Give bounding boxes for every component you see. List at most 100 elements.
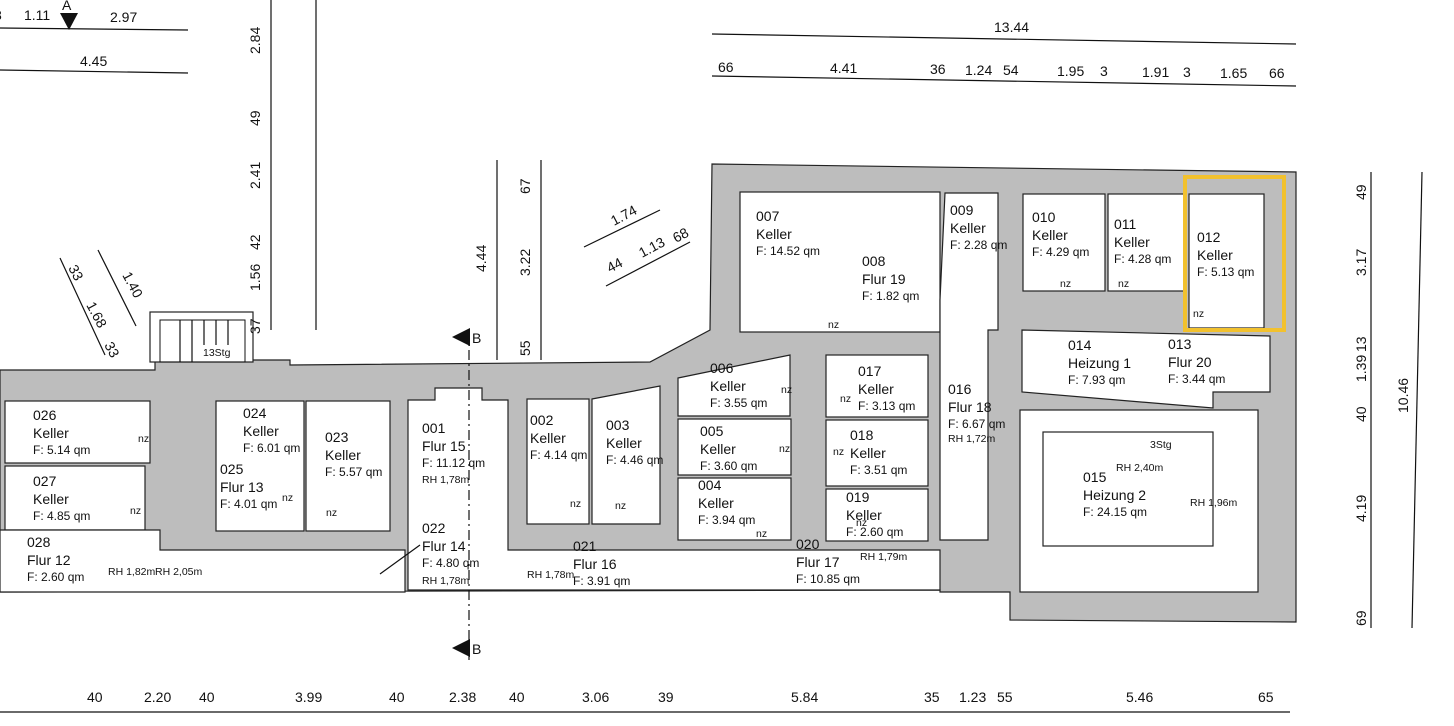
- room-number: 022: [422, 520, 446, 536]
- room-number: 013: [1168, 336, 1192, 352]
- door-mark: nz: [326, 507, 337, 519]
- room-name: Flur 17: [796, 554, 840, 570]
- room-name: Flur 20: [1168, 354, 1212, 370]
- room-number: 028: [27, 534, 51, 550]
- room-area: F: 4.80 qm: [422, 556, 479, 570]
- room-name: Flur 12: [27, 552, 71, 568]
- dimension-label: 55: [517, 340, 533, 356]
- room-area: F: 4.46 qm: [606, 453, 663, 467]
- dimension-label: 49: [1353, 184, 1369, 200]
- room-name: Heizung 1: [1068, 355, 1131, 371]
- dimension-label: 68: [670, 224, 691, 246]
- dimension-label: 1.11: [24, 7, 50, 23]
- dimension-label: 67: [517, 178, 533, 194]
- dimension-label: 8: [0, 7, 2, 23]
- dimension-label: 2.38: [449, 689, 476, 705]
- room-number: 012: [1197, 229, 1221, 245]
- door-mark: nz: [779, 443, 790, 455]
- room-name: Keller: [1197, 247, 1233, 263]
- room-name: Keller: [243, 423, 279, 439]
- dimension-label: 2.97: [110, 9, 137, 25]
- room-name: Flur 18: [948, 399, 992, 415]
- room-name: Keller: [700, 441, 736, 457]
- room-name: Keller: [606, 435, 642, 451]
- dimension-lines: [0, 0, 1423, 713]
- room-number: 001: [422, 420, 446, 436]
- room-number: 020: [796, 536, 820, 552]
- height-label: RH 2,40m: [1116, 462, 1164, 474]
- door-mark: nz: [1060, 278, 1071, 290]
- room-area: F: 3.94 qm: [698, 513, 755, 527]
- dimension-label: 5.84: [791, 689, 818, 705]
- door-mark: nz: [138, 433, 149, 445]
- dimension-labels: 13.44664.41361.24541.9531.9131.656681.11…: [0, 7, 1411, 705]
- dimension-label: 3.22: [517, 249, 533, 276]
- room-area: F: 7.93 qm: [1068, 373, 1125, 387]
- dimension-label: 1.91: [1142, 64, 1169, 80]
- dimension-label: 2.84: [247, 27, 263, 54]
- dimension-label: 3.17: [1353, 249, 1369, 276]
- section-arrows: [60, 13, 470, 657]
- room-number: 023: [325, 429, 349, 445]
- room-area: F: 5.14 qm: [33, 443, 90, 457]
- height-label: RH 1,96m: [1190, 497, 1238, 509]
- room-name: Keller: [325, 447, 361, 463]
- room-area: F: 4.14 qm: [530, 448, 587, 462]
- room-name: Keller: [530, 430, 566, 446]
- height-label: RH 1,78m: [422, 575, 470, 587]
- room-number: 011: [1114, 216, 1137, 232]
- room-number: 004: [698, 477, 722, 493]
- room-number: 007: [756, 208, 780, 224]
- room-number: 019: [846, 489, 870, 505]
- height-label: RH 1,72m: [948, 433, 996, 445]
- room-area: F: 4.29 qm: [1032, 245, 1089, 259]
- room-number: 006: [710, 360, 734, 376]
- staircase: [159, 319, 246, 363]
- door-mark: nz: [282, 492, 293, 504]
- room-area: F: 11.12 qm: [422, 456, 485, 470]
- dimension-label: 2.20: [144, 689, 171, 705]
- dimension-label: 4.44: [473, 245, 489, 272]
- dimension-label: 13: [1353, 336, 1369, 352]
- dimension-label: 39: [658, 689, 674, 705]
- room-area: F: 5.57 qm: [325, 465, 382, 479]
- dimension-label: 3.06: [582, 689, 609, 705]
- height-label: RH 1,79m: [860, 551, 908, 563]
- height-label: RH 1,78m: [422, 474, 470, 486]
- height-label: 13Stg: [203, 347, 231, 359]
- dimension-label: 42: [247, 234, 263, 250]
- room-number: 009: [950, 202, 974, 218]
- dimension-label: 3: [1100, 63, 1108, 79]
- door-mark: nz: [833, 446, 844, 458]
- dimension-label: 2.41: [247, 162, 263, 189]
- dimension-label: 13.44: [994, 19, 1029, 35]
- section-mark: B: [472, 330, 481, 346]
- room-area: F: 4.01 qm: [220, 497, 277, 511]
- dimension-label: 44: [604, 254, 625, 276]
- dimension-label: 40: [199, 689, 215, 705]
- dimension-label: 35: [924, 689, 940, 705]
- room-area: F: 4.28 qm: [1114, 252, 1171, 266]
- room-number: 002: [530, 412, 554, 428]
- highlight-box: [1183, 175, 1286, 332]
- door-mark: nz: [840, 393, 851, 405]
- dimension-label: 65: [1258, 689, 1274, 705]
- room-area: F: 14.52 qm: [756, 244, 820, 258]
- height-label: RH 2,05m: [155, 566, 203, 578]
- door-mark: nz: [856, 517, 867, 529]
- dimension-label: 1.23: [959, 689, 986, 705]
- dimension-label: 5.46: [1126, 689, 1153, 705]
- dimension-label: 55: [997, 689, 1013, 705]
- dimension-label: 40: [1353, 406, 1369, 422]
- room-name: Flur 14: [422, 538, 466, 554]
- room-area: F: 6.01 qm: [243, 441, 300, 455]
- dimension-label: 36: [930, 61, 946, 77]
- room-number: 016: [948, 381, 972, 397]
- room-name: Flur 13: [220, 479, 264, 495]
- room-area: F: 3.13 qm: [858, 399, 915, 413]
- room-name: Keller: [756, 226, 792, 242]
- dimension-label: 4.45: [80, 53, 107, 69]
- door-mark: nz: [1193, 308, 1204, 320]
